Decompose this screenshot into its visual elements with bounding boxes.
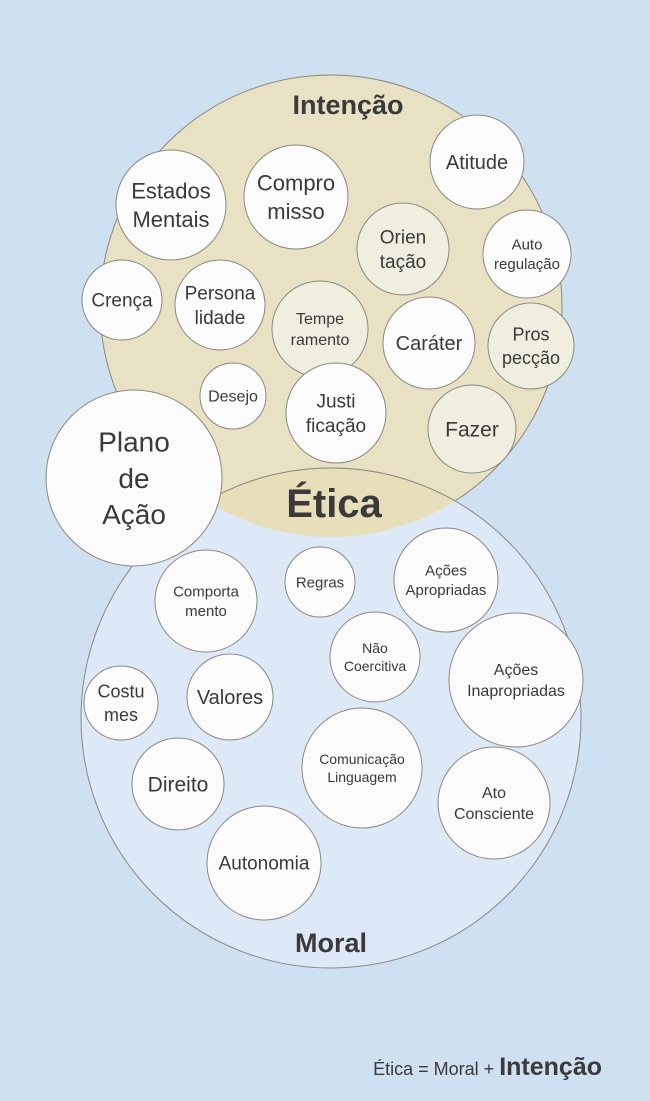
- bubble-circle: [271, 280, 369, 378]
- bubble-label: Costu: [97, 682, 144, 702]
- bubble-circle: [448, 612, 584, 748]
- bubble-circle: [115, 149, 227, 261]
- bubble-circle: [243, 144, 349, 250]
- bubble-label: Ato: [482, 785, 506, 802]
- bubble-label: Pros: [512, 325, 549, 345]
- bubble-circle: [284, 546, 356, 618]
- bubble-desejo: Desejo: [199, 362, 267, 430]
- formula-left: Ética = Moral +: [373, 1059, 495, 1079]
- bubble-label: Linguagem: [327, 769, 396, 785]
- bubble-label: regulação: [494, 256, 560, 273]
- bubble-label: misso: [267, 199, 324, 224]
- bubble-valores: Valores: [186, 653, 274, 741]
- bubble-label: Mentais: [132, 207, 209, 232]
- bubble-comportamento: Comporta mento: [154, 549, 258, 653]
- bubble-regras: Regras: [284, 546, 356, 618]
- bubble-label: Comunicação: [319, 751, 405, 767]
- bubble-label: Desejo: [208, 389, 258, 406]
- bubble-circle: [329, 611, 421, 703]
- moral-title: Moral: [295, 928, 367, 958]
- bubble-label: Persona: [185, 283, 256, 304]
- bubble-label: de: [118, 463, 149, 494]
- bubble-orientacao: Orien tação: [356, 202, 450, 296]
- bubble-atitude: Atitude: [429, 114, 525, 210]
- bubble-label: Valores: [197, 687, 263, 709]
- bubble-circle: [186, 653, 274, 741]
- bubble-label: Consciente: [454, 806, 534, 823]
- bubble-circle: [393, 527, 499, 633]
- bubble-temperamento: Tempe ramento: [271, 280, 369, 378]
- bubble-label: tação: [380, 252, 426, 273]
- bubble-label: Crença: [91, 291, 153, 312]
- bubble-label: Estados: [131, 178, 211, 203]
- bubble-costumes: Costu mes: [83, 665, 159, 741]
- bubble-prospeccao: Pros pecção: [487, 302, 575, 390]
- bubble-circle: [131, 737, 225, 831]
- bubble-label: Coercitiva: [344, 658, 406, 674]
- bubble-circle: [429, 114, 525, 210]
- formula-right: Intenção: [499, 1053, 602, 1081]
- bubble-label: lidade: [195, 308, 246, 329]
- bubble-carater: Caráter: [382, 296, 476, 390]
- bubble-direito: Direito: [131, 737, 225, 831]
- bubble-circle: [206, 805, 322, 921]
- bubble-label: Orien: [380, 227, 426, 248]
- bubble-label: Direito: [148, 773, 209, 796]
- bubble-label: Compro: [257, 170, 335, 195]
- bubble-personalidade: Persona lidade: [174, 259, 266, 351]
- bubble-label: Não: [362, 640, 388, 656]
- bubble-label: ficação: [306, 416, 366, 437]
- bubble-circle: [437, 746, 551, 860]
- bubble-label: Plano: [98, 426, 170, 457]
- bubble-circle: [81, 259, 163, 341]
- intencao-title: Intenção: [292, 90, 403, 120]
- bubble-circle: [356, 202, 450, 296]
- bubble-label: Comporta: [173, 584, 240, 601]
- bubble-compromisso: Compro misso: [243, 144, 349, 250]
- formula: Ética = Moral + Intenção: [373, 1053, 602, 1082]
- bubble-label: Atitude: [446, 152, 508, 174]
- bubble-autoregulacao: Auto regulação: [482, 209, 572, 299]
- bubble-label: mento: [185, 603, 227, 620]
- bubble-circle: [199, 362, 267, 430]
- bubble-circle: [382, 296, 476, 390]
- bubble-label: Caráter: [396, 333, 463, 355]
- bubble-label: Regras: [296, 574, 344, 591]
- bubble-label: Justi: [316, 391, 355, 412]
- bubble-label: Auto: [512, 237, 543, 254]
- bubble-circle: [482, 209, 572, 299]
- bubble-label: ramento: [291, 332, 350, 349]
- bubble-label: Inapropriadas: [467, 683, 565, 700]
- bubble-label: Tempe: [296, 311, 344, 328]
- bubble-fazer: Fazer: [427, 384, 517, 474]
- bubble-autonomia: Autonomia: [206, 805, 322, 921]
- bubble-label: Autonomia: [219, 854, 310, 875]
- bubble-circle: [174, 259, 266, 351]
- bubble-label: Ação: [102, 499, 166, 530]
- bubble-label: Ações: [425, 563, 467, 580]
- bubble-circle: [285, 362, 387, 464]
- bubble-crenca: Crença: [81, 259, 163, 341]
- bubble-label: Fazer: [445, 418, 499, 441]
- bubble-circle: [83, 665, 159, 741]
- bubble-label: Ações: [494, 662, 538, 679]
- bubble-circle: [301, 707, 423, 829]
- bubble-circle: [154, 549, 258, 653]
- bubble-circle: [487, 302, 575, 390]
- bubble-label: mes: [104, 705, 138, 725]
- bubble-circle: [427, 384, 517, 474]
- bubble-label: pecção: [502, 348, 560, 368]
- bubble-circle: [45, 389, 223, 567]
- etica-intersection: [100, 467, 562, 537]
- bubble-justificacao: Justi ficação: [285, 362, 387, 464]
- bubble-label: Apropriadas: [406, 582, 487, 599]
- etica-title: Ética: [286, 481, 382, 526]
